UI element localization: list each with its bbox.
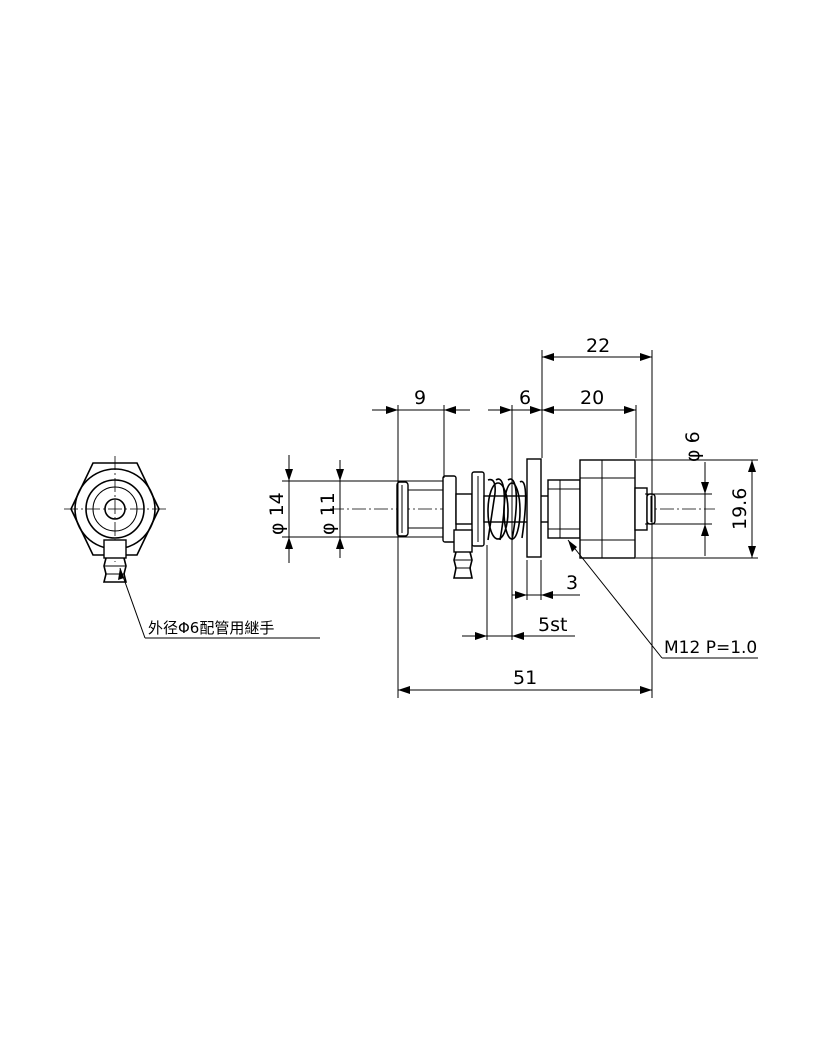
stopper-plate bbox=[526, 458, 542, 558]
thread-note: M12 P=1.0 bbox=[664, 638, 757, 658]
end-view-barb-fitting bbox=[102, 539, 128, 583]
side-view bbox=[330, 458, 715, 579]
dim-19-6: 19.6 bbox=[729, 488, 751, 530]
dim-6: 6 bbox=[519, 387, 531, 409]
hex-nut bbox=[579, 459, 636, 559]
side-barb-fitting bbox=[453, 529, 473, 579]
dimension-lines bbox=[282, 350, 758, 698]
dim-20: 20 bbox=[580, 387, 604, 409]
dim-phi14: φ 14 bbox=[266, 492, 288, 535]
end-view bbox=[64, 456, 320, 639]
dim-22: 22 bbox=[586, 335, 610, 357]
dim-phi6: φ 6 bbox=[682, 431, 704, 462]
fitting-leader bbox=[119, 567, 146, 639]
dim-phi11: φ 11 bbox=[317, 492, 339, 535]
fitting-note: 外径Φ6配管用継手 bbox=[148, 619, 274, 637]
dim-3: 3 bbox=[566, 572, 578, 594]
dim-5st: 5st bbox=[538, 614, 567, 636]
pad-holder-body bbox=[455, 493, 473, 525]
dim-9: 9 bbox=[414, 387, 426, 409]
dim-51: 51 bbox=[513, 667, 537, 689]
threaded-body bbox=[547, 479, 581, 539]
